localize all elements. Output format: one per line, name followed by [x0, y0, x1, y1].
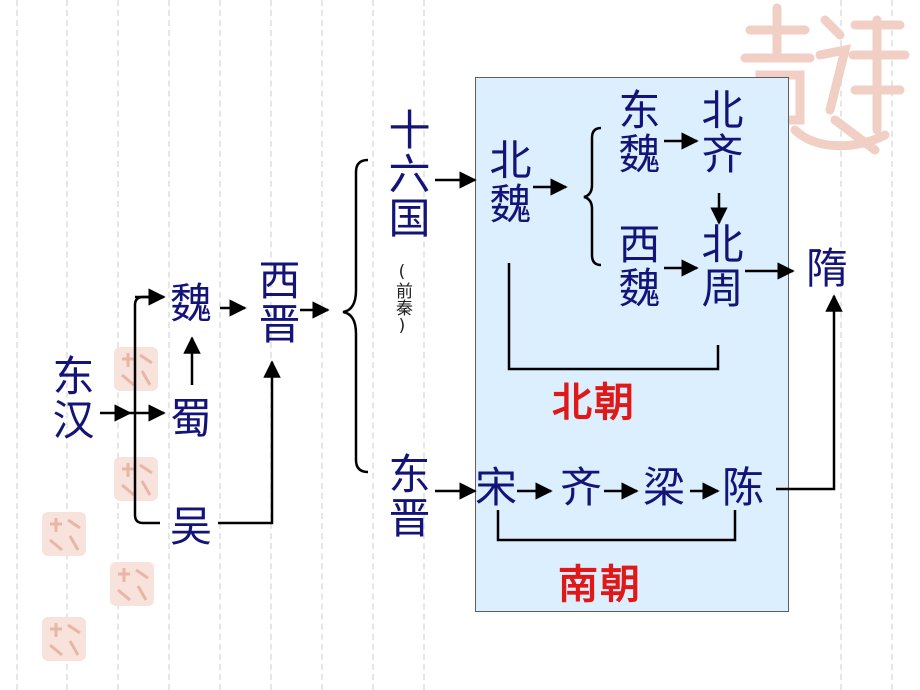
node-chen: 陈 — [722, 463, 765, 512]
arrow-chen-to-sui — [776, 294, 843, 491]
seal-stamp — [42, 617, 86, 661]
node-shu: 蜀 — [170, 394, 213, 443]
dashed-guide — [270, 0, 272, 690]
node-qi: 齐 — [560, 463, 603, 512]
dashed-guide — [372, 0, 374, 690]
north-dynasties-bracket — [507, 263, 720, 371]
node-song: 宋 — [475, 463, 518, 512]
node-xijin: 西晋 — [252, 258, 301, 346]
brace-split — [342, 158, 369, 474]
node-beiqi: 北齐 — [695, 88, 744, 176]
dashed-guide — [891, 0, 893, 690]
node-shiliuguo: 十六国 — [382, 108, 431, 240]
northern-southern-dynasties-panel — [475, 77, 789, 612]
node-dongjin: 东晋 — [382, 452, 431, 540]
node-wei: 魏 — [170, 279, 213, 328]
split-bracket — [133, 295, 160, 525]
node-xiwei: 西魏 — [612, 222, 661, 310]
dashed-guide — [840, 0, 842, 690]
seal-stamp — [42, 512, 86, 556]
node-liang: 梁 — [643, 463, 686, 512]
south-dynasties-label: 南朝 — [558, 562, 642, 608]
north-dynasties-label: 北朝 — [552, 380, 636, 426]
node-donghan: 东汉 — [46, 354, 95, 442]
dashed-guide — [66, 0, 68, 690]
dashed-guide — [219, 0, 221, 690]
dashed-guide — [117, 0, 119, 690]
dashed-guide — [16, 0, 18, 690]
node-beizhou: 北周 — [695, 222, 744, 310]
node-sui: 隋 — [806, 244, 849, 293]
node-qianqin: (前秦) — [392, 262, 412, 336]
node-dongwei: 东魏 — [612, 88, 661, 176]
arrow-wu-to-xijin — [218, 360, 281, 525]
brace-beiwei-split — [583, 126, 602, 267]
auspicious-calligraphy-decoration — [740, 3, 910, 155]
seal-stamp — [110, 562, 154, 606]
south-dynasties-bracket — [496, 510, 737, 542]
node-beiwei: 北魏 — [483, 138, 532, 226]
dashed-guide — [168, 0, 170, 690]
node-wu: 吴 — [170, 502, 213, 551]
dashed-guide — [423, 0, 425, 690]
dashed-guide — [321, 0, 323, 690]
